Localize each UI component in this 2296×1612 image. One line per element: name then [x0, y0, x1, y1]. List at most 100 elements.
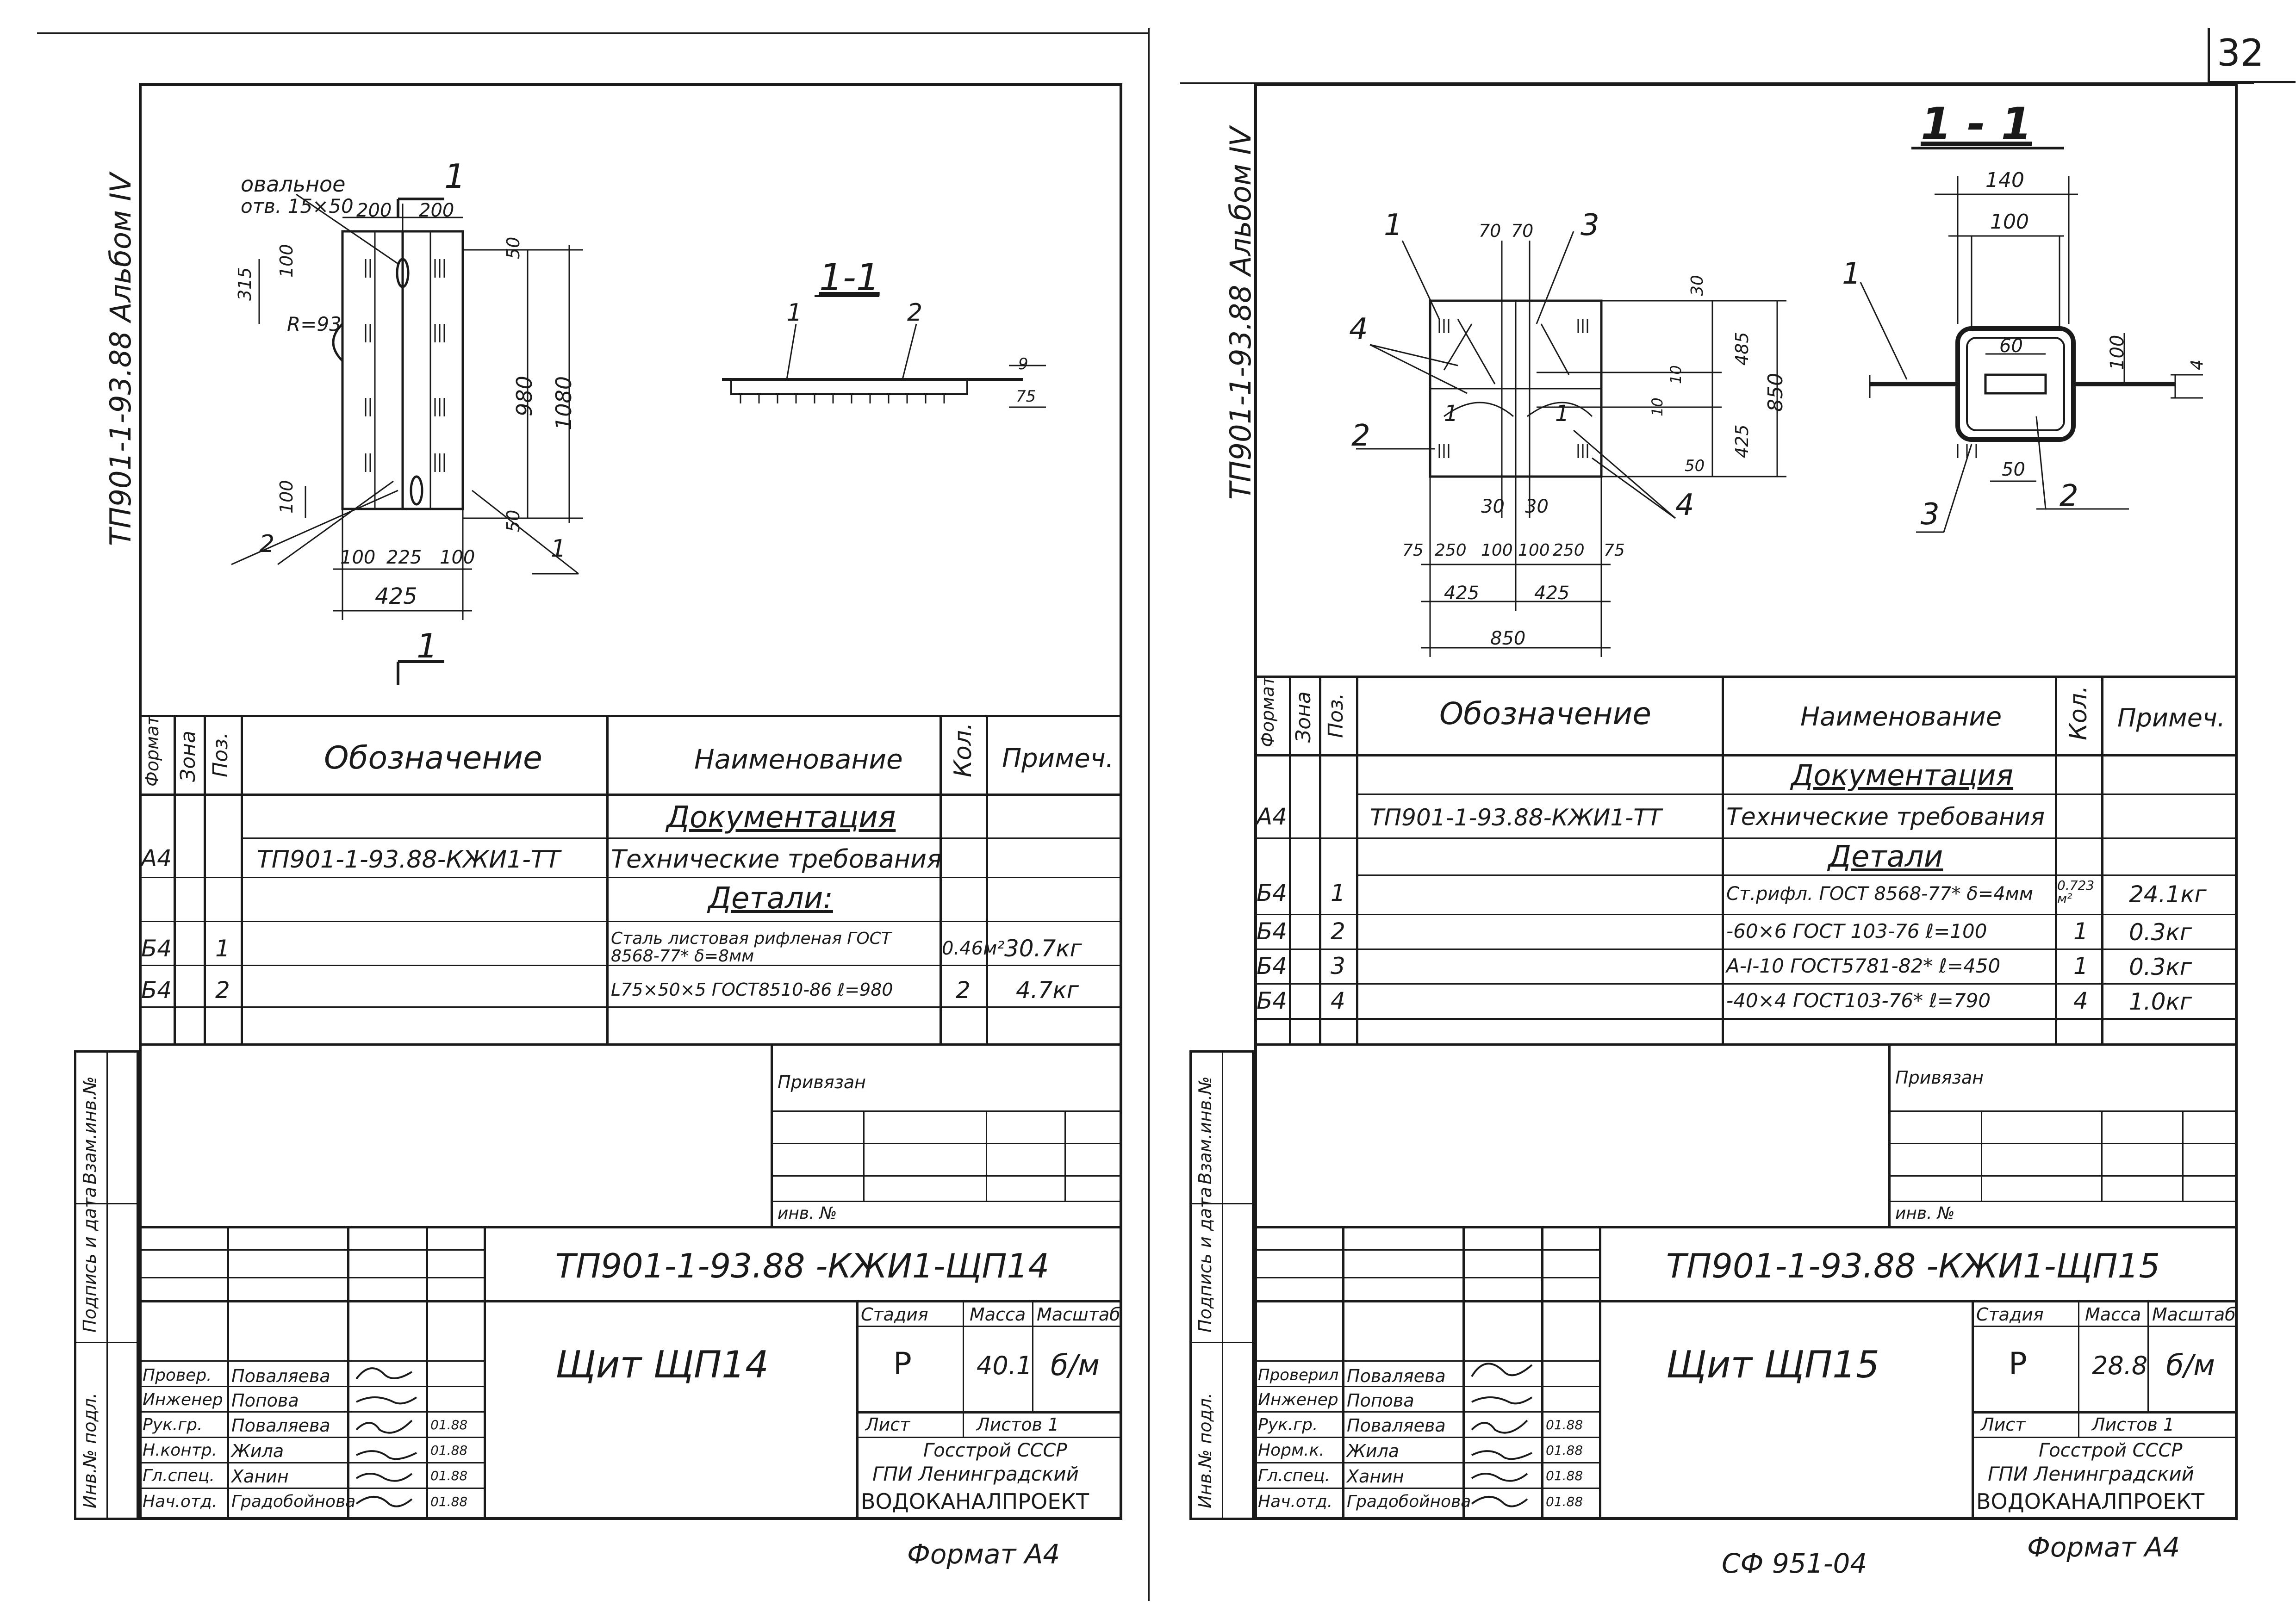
left-row1-format: А4	[141, 845, 172, 872]
dim-425: 425	[375, 583, 417, 609]
right-section-doc: Документация	[1791, 758, 2013, 792]
left-item-title: Щит ЩП14	[555, 1343, 769, 1386]
left-signer-4-name: Жила	[231, 1441, 284, 1461]
r-dim-30-a: 30	[1481, 496, 1505, 517]
left-signer-2-name: Попова	[231, 1390, 299, 1411]
dim-75: 75	[1016, 387, 1036, 406]
r-dim-75-a: 75	[1402, 541, 1424, 560]
left-inv-label: инв. №	[778, 1204, 837, 1223]
left-row3-format: Б4	[141, 977, 172, 1004]
left-section-mark-bottom: 1	[417, 626, 438, 665]
page-number-box	[2208, 28, 2296, 83]
r-dim-850-b: 850	[1490, 628, 1526, 649]
right-row2-format: Б4	[1257, 880, 1288, 906]
callout-2-section: 2	[907, 299, 923, 327]
right-col-name: Наименование	[1800, 702, 2002, 732]
right-row3-note: 0.3кг	[2129, 919, 2192, 946]
right-row2-note: 24.1кг	[2129, 881, 2207, 908]
oval-hole-label-1: овальное	[241, 172, 346, 197]
left-signer-6-role: Нач.отд.	[143, 1492, 218, 1511]
left-col-name: Наименование	[694, 744, 903, 775]
top-rule-left	[37, 32, 1148, 34]
right-row4-name: А-I-10 ГОСТ5781-82* ℓ=450	[1726, 955, 2001, 977]
center-divider	[1148, 28, 1150, 1601]
right-row4-format: Б4	[1257, 953, 1288, 980]
right-row1-format: А4	[1257, 803, 1288, 830]
right-row4-qty: 1	[2073, 953, 2088, 980]
r-dim-250-b: 250	[1553, 541, 1585, 560]
right-stage-header: Стадия	[1976, 1304, 2044, 1325]
left-mass-header: Масса	[970, 1304, 1026, 1325]
r-callout-4-b: 4	[1675, 488, 1694, 522]
left-row3-qty: 2	[956, 977, 971, 1004]
right-mass-header: Масса	[2085, 1304, 2141, 1325]
left-sheet-label: Лист	[865, 1414, 910, 1435]
left-signer-5-role: Гл.спец.	[143, 1466, 215, 1485]
dim-100-right: 100	[440, 547, 475, 568]
right-signer-5-date: 01.88	[1546, 1468, 1583, 1483]
right-signer-3-name: Поваляева	[1347, 1415, 1446, 1436]
right-signer-4-name: Жила	[1347, 1441, 1400, 1461]
r-dim-70-a: 70	[1479, 221, 1501, 241]
page-number: 32	[2217, 31, 2264, 74]
r-dim-60: 60	[1999, 335, 2023, 357]
left-signer-3-date: 01.88	[430, 1417, 468, 1432]
right-col-designation: Обозначение	[1439, 696, 1651, 732]
right-row4-pos: 3	[1331, 953, 1345, 980]
left-section-mark-top: 1	[444, 157, 466, 196]
r-dim-140: 140	[1985, 168, 2024, 192]
left-signer-3-role: Рук.гр.	[143, 1415, 203, 1434]
oval-hole-label-2: отв. 15×50	[241, 195, 354, 217]
left-section-parts: Детали:	[708, 881, 833, 916]
r-callout-1-b: 1	[1444, 401, 1458, 427]
left-row3-pos: 2	[215, 977, 230, 1004]
r-dim-100-top: 100	[1990, 210, 2029, 234]
left-mass: 40.1	[977, 1351, 1033, 1380]
left-col-note: Примеч.	[1002, 744, 1114, 774]
right-row3-pos: 2	[1331, 918, 1345, 945]
right-signer-5-name: Ханин	[1347, 1466, 1404, 1487]
right-section-title: 1 - 1	[1921, 98, 2032, 150]
left-org-3: ВОДОКАНАЛПРОЕКТ	[861, 1489, 1089, 1514]
right-signer-4-role: Норм.к.	[1258, 1441, 1325, 1460]
right-item-title: Щит ЩП15	[1666, 1343, 1879, 1386]
right-scale: б/м	[2166, 1348, 2215, 1382]
right-section-parts: Детали	[1828, 840, 1943, 874]
right-row5-name: -40×4 ГОСТ103-76* ℓ=790	[1726, 989, 1991, 1012]
left-scale: б/м	[1051, 1348, 1100, 1382]
right-sheet-label: Лист	[1981, 1414, 2026, 1435]
right-format-label: Формат А4	[2027, 1531, 2180, 1563]
dim-200-b: 200	[419, 200, 454, 221]
r-dim-75-b: 75	[1604, 541, 1625, 560]
dim-225: 225	[386, 547, 422, 568]
left-signer-1-role: Провер.	[143, 1366, 212, 1385]
left-row2-pos: 1	[215, 935, 230, 962]
left-org-2: ГПИ Ленинградский	[872, 1463, 1079, 1485]
left-row1-designation: ТП901-1-93.88-КЖИ1-ТТ	[257, 846, 560, 874]
left-signer-4-date: 01.88	[430, 1443, 468, 1458]
left-signer-3-name: Поваляева	[231, 1415, 330, 1436]
right-signer-6-date: 01.88	[1546, 1494, 1583, 1509]
right-doc-code: ТП901-1-93.88 -КЖИ1-ЩП15	[1666, 1246, 2160, 1285]
r-callout-4-a: 4	[1349, 312, 1368, 347]
left-row1-name: Технические требования	[611, 844, 942, 874]
left-org-1: Госстрой СССР	[923, 1440, 1067, 1461]
left-stage: Р	[893, 1346, 912, 1382]
r-callout-2-a: 2	[1351, 419, 1370, 453]
r-callout-1-d: 1	[1842, 257, 1861, 291]
right-row3-format: Б4	[1257, 918, 1288, 945]
right-row4-note: 0.3кг	[2129, 954, 2192, 980]
right-privyazan-label: Привязан	[1895, 1067, 1984, 1088]
r-dim-50-b: 50	[2002, 459, 2025, 480]
right-signer-4-date: 01.88	[1546, 1443, 1583, 1458]
right-org-1: Госстрой СССР	[2039, 1440, 2183, 1461]
right-row3-qty: 1	[2073, 918, 2088, 945]
right-row5-note: 1.0кг	[2129, 988, 2192, 1015]
r-callout-2-b: 2	[2060, 479, 2078, 513]
left-signer-1-name: Поваляева	[231, 1366, 330, 1386]
left-row2-qty: 0.46м²	[942, 938, 1005, 959]
r-dim-30-b: 30	[1525, 496, 1549, 517]
